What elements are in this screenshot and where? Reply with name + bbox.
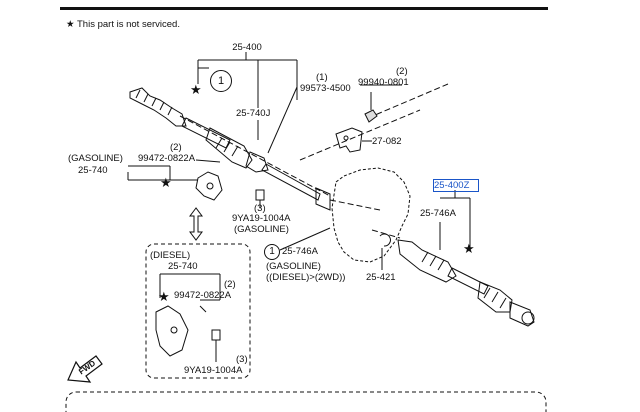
selection-highlight [433, 179, 479, 192]
not-serviced-notice: ★ This part is not serviced. [66, 19, 180, 30]
star-icon: ★ [463, 241, 475, 256]
label-gasoline-note: (GASOLINE) [266, 261, 321, 272]
diesel-variant-box [145, 243, 251, 379]
label-25-421[interactable]: 25-421 [366, 272, 396, 283]
right-drive-shaft [397, 239, 535, 327]
left-drive-shaft [129, 87, 331, 211]
gasoline-knuckle [195, 171, 223, 201]
label-99472-top-qty: (2) [170, 142, 182, 153]
label-99573-4500[interactable]: 99573-4500 [300, 83, 351, 94]
fwd-arrow-icon [67, 355, 103, 383]
label-99940-qty: (2) [396, 66, 408, 77]
label-99573-qty: (1) [316, 72, 328, 83]
label-9ya19-top-qty: (3) [254, 203, 266, 214]
star-icon: ★ [158, 289, 170, 304]
notice-text: This part is not serviced. [77, 19, 180, 30]
label-99472-0822a-diesel[interactable]: 99472-0822A [174, 290, 232, 301]
label-25-740-top[interactable]: 25-740 [78, 165, 108, 176]
label-25-746a-right[interactable]: 25-746A [420, 208, 456, 219]
label-99472-0822a-top[interactable]: 99472-0822A [138, 153, 196, 164]
transmission-housing [331, 167, 411, 263]
label-25-740j[interactable]: 25-740J [236, 108, 271, 119]
label-diesel: (DIESEL) [150, 250, 191, 261]
circle-marker-1: 1 [264, 244, 280, 260]
diesel-knuckle [155, 305, 189, 357]
star-icon: ★ [190, 82, 202, 97]
label-25-400[interactable]: 25-400 [232, 42, 262, 53]
label-25-740-diesel[interactable]: 25-740 [168, 261, 198, 272]
label-27-082[interactable]: 27-082 [372, 136, 402, 147]
label-25-400z[interactable]: 25-400Z [434, 180, 470, 191]
label-9ya19-top-gasoline: (GASOLINE) [234, 224, 289, 235]
interchange-arrow [189, 207, 203, 241]
label-gasoline: (GASOLINE) [68, 153, 123, 164]
label-99940-0801[interactable]: 99940-0801 [358, 77, 409, 88]
circle-marker-1: 1 [210, 70, 232, 92]
star-icon: ★ [66, 19, 75, 30]
label-9ya19-diesel-qty: (3) [236, 354, 248, 365]
label-9ya19-1004a-diesel[interactable]: 9YA19-1004A [184, 365, 243, 376]
header-rule [60, 7, 548, 10]
label-diesel-2wd-note: ((DIESEL)>(2WD)) [266, 272, 346, 283]
star-icon: ★ [160, 175, 172, 190]
label-99472-diesel-qty: (2) [224, 279, 236, 290]
label-25-746a-left[interactable]: 25-746A [282, 246, 318, 257]
label-9ya19-1004a-top[interactable]: 9YA19-1004A [232, 213, 291, 224]
